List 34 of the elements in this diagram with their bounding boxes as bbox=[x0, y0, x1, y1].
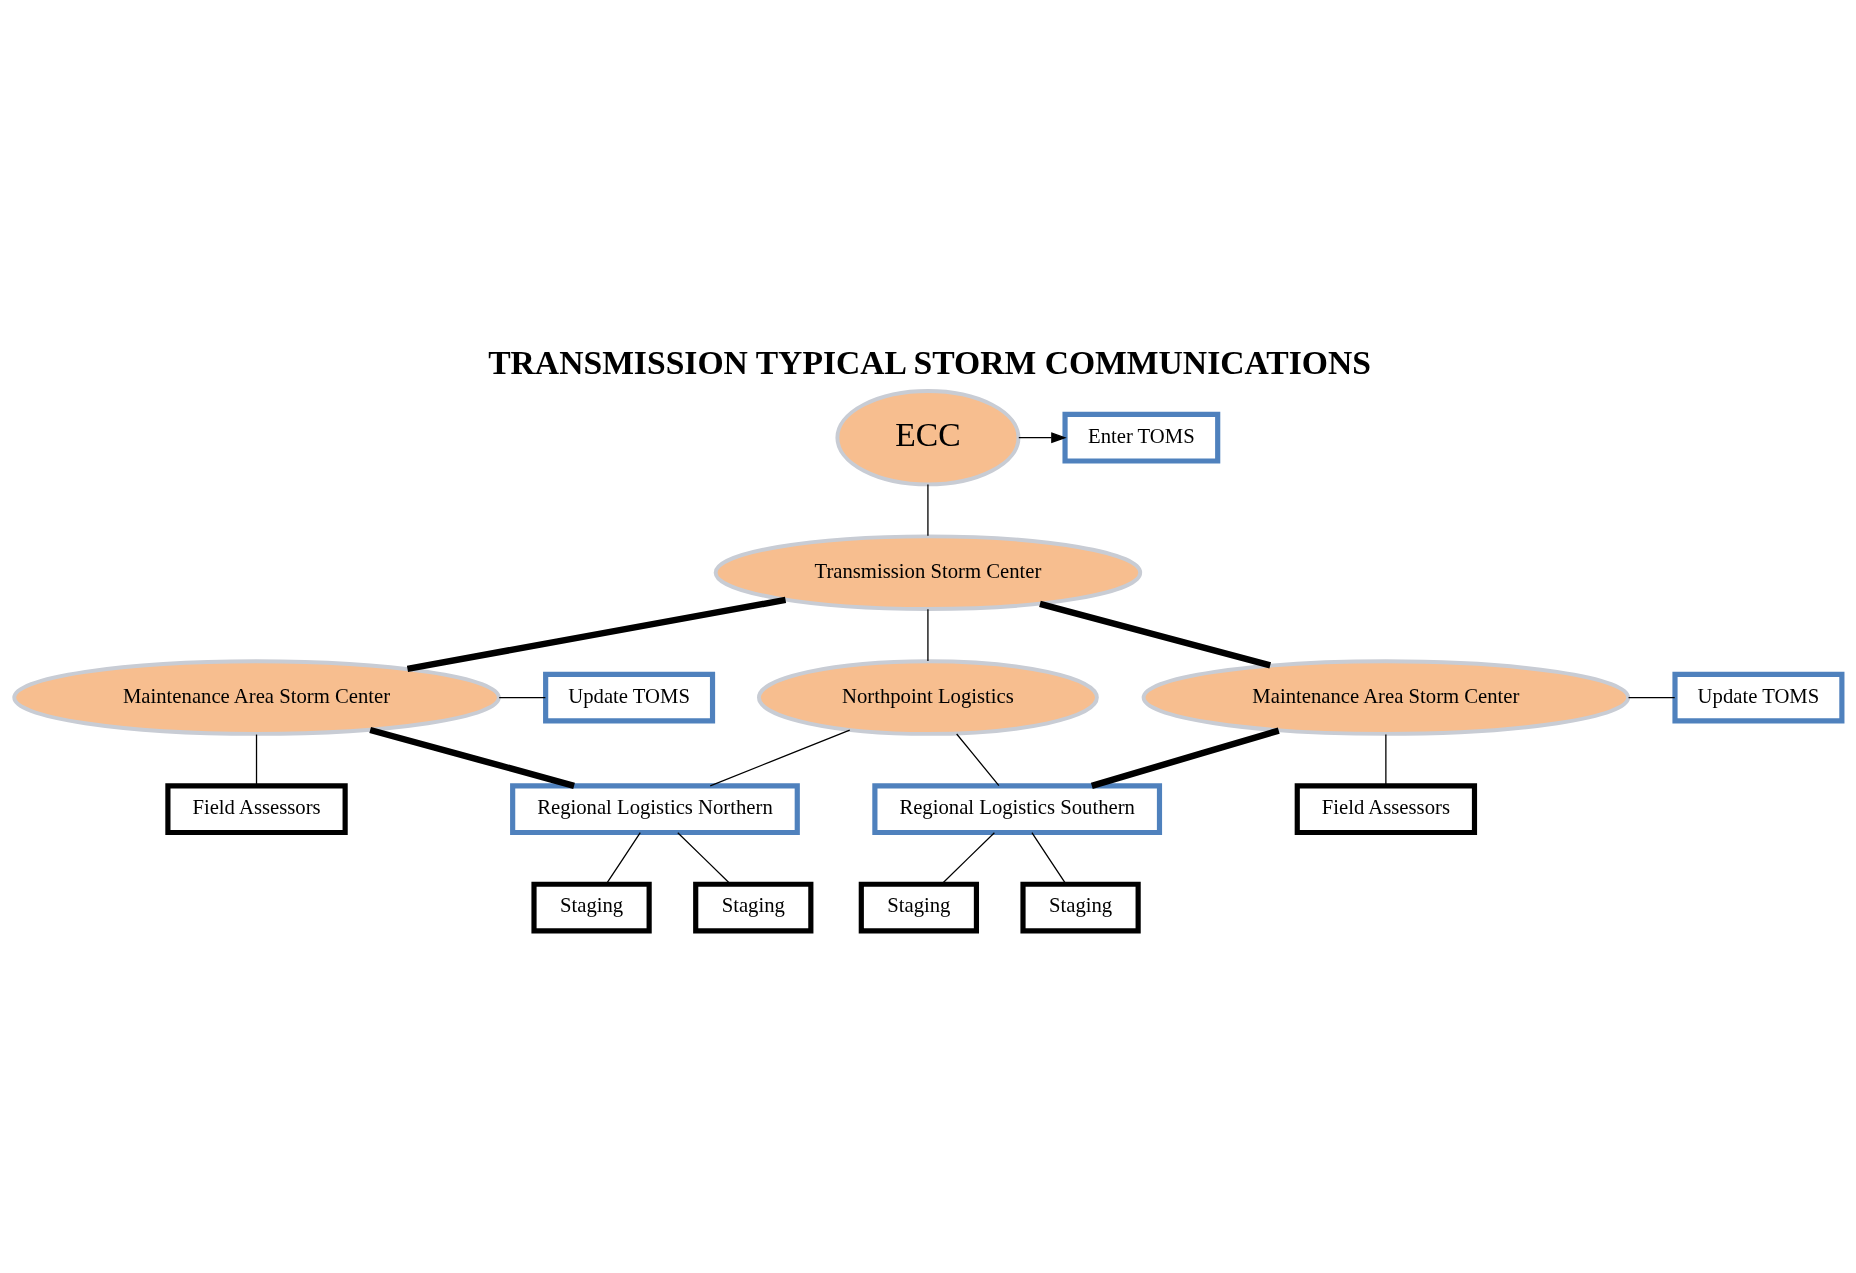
node-box: Staging bbox=[858, 881, 979, 933]
node-box: Regional Logistics Southern bbox=[872, 782, 1163, 835]
connector bbox=[709, 729, 851, 786]
connector bbox=[1385, 733, 1387, 786]
connector bbox=[1090, 726, 1280, 789]
connector bbox=[498, 696, 547, 698]
node-ellipse: Northpoint Logistics bbox=[757, 658, 1099, 736]
connector bbox=[940, 831, 996, 885]
node-ellipse: ECC bbox=[835, 388, 1021, 486]
node-ellipse: Transmission Storm Center bbox=[713, 533, 1143, 611]
connector bbox=[927, 608, 929, 662]
node-box: Update TOMS bbox=[1672, 671, 1845, 723]
connector bbox=[406, 596, 787, 672]
node-box: Regional Logistics Northern bbox=[510, 782, 800, 835]
connector bbox=[369, 726, 575, 789]
node-box: Update TOMS bbox=[543, 671, 716, 723]
node-box: Staging bbox=[1020, 881, 1141, 933]
connector bbox=[956, 732, 1000, 786]
node-ellipse: Maintenance Area Storm Center bbox=[12, 658, 501, 736]
node-box: Field Assessors bbox=[165, 782, 348, 835]
node-box: Staging bbox=[693, 881, 814, 933]
connector bbox=[927, 483, 929, 536]
connector bbox=[677, 831, 732, 885]
connector bbox=[605, 831, 641, 885]
diagram-title: TRANSMISSION TYPICAL STORM COMMUNICATIONS bbox=[488, 343, 1371, 381]
connector bbox=[255, 733, 258, 786]
node-box: Enter TOMS bbox=[1062, 411, 1221, 464]
node-box: Field Assessors bbox=[1294, 782, 1478, 835]
connector bbox=[1627, 696, 1676, 698]
node-ellipse: Maintenance Area Storm Center bbox=[1141, 658, 1631, 736]
connector bbox=[1031, 831, 1067, 885]
node-box: Staging bbox=[531, 881, 652, 933]
arrow bbox=[1018, 431, 1067, 443]
connector bbox=[1039, 600, 1272, 669]
